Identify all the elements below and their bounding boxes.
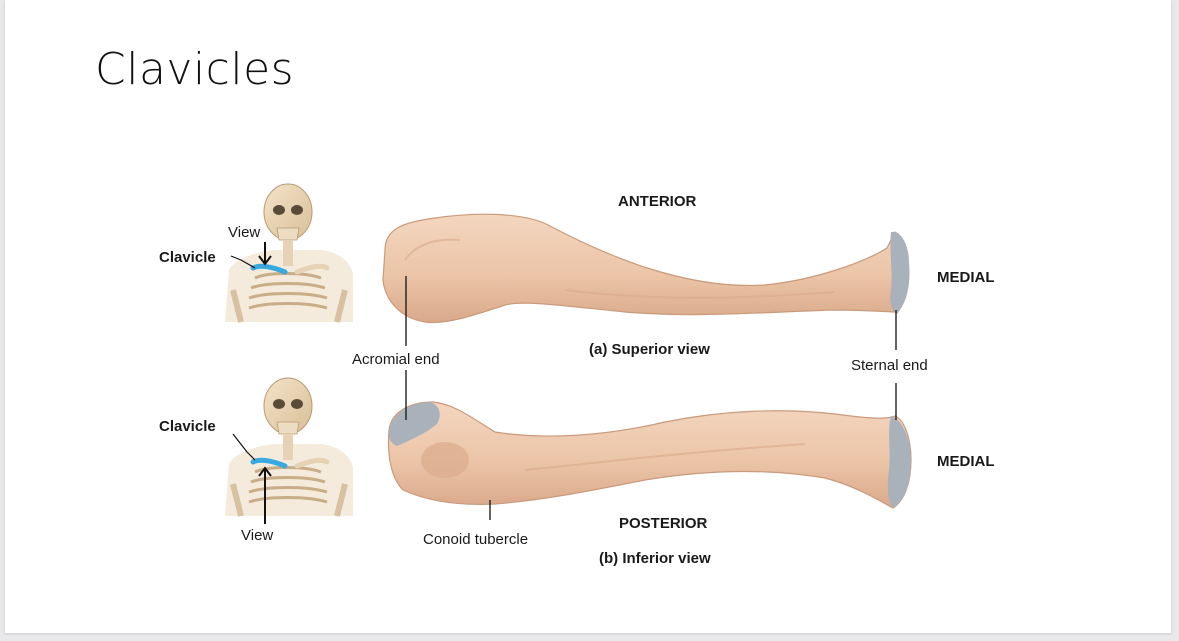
sternal-cartilage-bottom: [887, 416, 911, 508]
acromial-end-label: Acromial end: [352, 351, 440, 368]
skeleton-figure-bottom: [225, 377, 353, 524]
clavicle-label-top: Clavicle: [159, 249, 216, 266]
clavicle-superior-view: [382, 213, 910, 324]
slide: Clavicles: [5, 0, 1171, 633]
leader-lines: [405, 276, 897, 520]
sternal-end-label: Sternal end: [851, 357, 928, 374]
slide-title: Clavicles: [95, 44, 295, 95]
anterior-label: ANTERIOR: [618, 193, 697, 210]
view-label-top: View: [228, 224, 261, 241]
posterior-label: POSTERIOR: [619, 515, 708, 532]
medial-label-top: MEDIAL: [937, 269, 995, 286]
conoid-tubercle-label: Conoid tubercle: [423, 531, 529, 548]
clavicle-inferior-view: [387, 401, 912, 509]
view-label-bottom: View: [241, 527, 274, 544]
conoid-tubercle-area: [421, 442, 469, 478]
sternal-cartilage-top: [890, 231, 910, 314]
acromial-cartilage: [388, 402, 440, 446]
skeleton-figure-top: [225, 183, 353, 323]
clavicle-label-bottom: Clavicle: [159, 418, 216, 435]
clavicle-illustration: [225, 183, 912, 524]
inferior-view-caption: (b) Inferior view: [599, 550, 711, 567]
medial-label-bottom: MEDIAL: [937, 453, 995, 470]
superior-view-caption: (a) Superior view: [589, 341, 710, 358]
